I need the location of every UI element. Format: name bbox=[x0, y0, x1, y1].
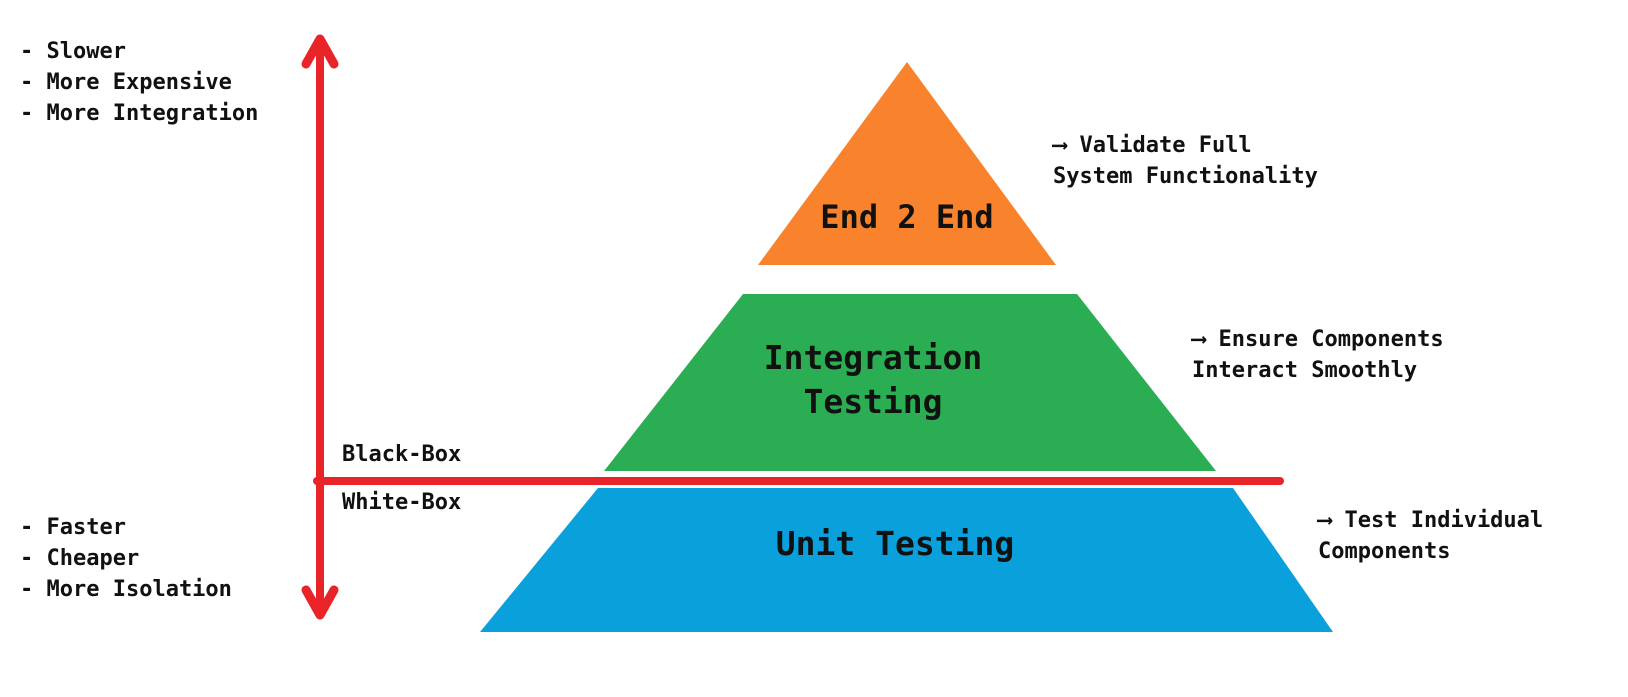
black-box-label: Black-Box bbox=[342, 442, 462, 467]
unit-annotation: ⟶ Test Individual Components bbox=[1318, 505, 1543, 567]
integration-tier-label-line1: Integration bbox=[763, 338, 983, 377]
up-arrowhead-icon bbox=[301, 34, 339, 69]
e2e-annotation-line1: ⟶ Validate Full bbox=[1053, 133, 1252, 158]
axis-bottom-list: - Faster - Cheaper - More Isolation bbox=[20, 512, 232, 605]
integration-trapezoid bbox=[604, 294, 1216, 471]
unit-tier-label: Unit Testing bbox=[775, 524, 1015, 563]
e2e-triangle bbox=[758, 62, 1056, 265]
e2e-tier-label: End 2 End bbox=[820, 198, 994, 236]
unit-annotation-line2: Components bbox=[1318, 539, 1451, 564]
axis-bottom-item: - Faster bbox=[20, 515, 126, 540]
down-arrowhead-icon bbox=[301, 585, 339, 620]
white-box-label: White-Box bbox=[342, 490, 462, 515]
integration-annotation-line1: ⟶ Ensure Components bbox=[1192, 327, 1444, 352]
integration-tier-label: Integration Testing bbox=[713, 336, 1033, 424]
integration-annotation: ⟶ Ensure Components Interact Smoothly bbox=[1192, 324, 1444, 386]
axis-top-item: - More Integration bbox=[20, 101, 259, 126]
axis-bottom-item: - More Isolation bbox=[20, 577, 232, 602]
axis-top-item: - More Expensive bbox=[20, 70, 232, 95]
unit-trapezoid bbox=[480, 488, 1333, 632]
axis-top-item: - Slower bbox=[20, 39, 126, 64]
e2e-annotation: ⟶ Validate Full System Functionality bbox=[1053, 130, 1318, 192]
integration-tier-label-line2: Testing bbox=[803, 382, 943, 421]
unit-annotation-line1: ⟶ Test Individual bbox=[1318, 508, 1544, 533]
integration-annotation-line2: Interact Smoothly bbox=[1192, 358, 1418, 383]
axis-bottom-item: - Cheaper bbox=[20, 546, 140, 571]
axis-top-list: - Slower - More Expensive - More Integra… bbox=[20, 36, 258, 129]
e2e-annotation-line2: System Functionality bbox=[1053, 164, 1318, 189]
